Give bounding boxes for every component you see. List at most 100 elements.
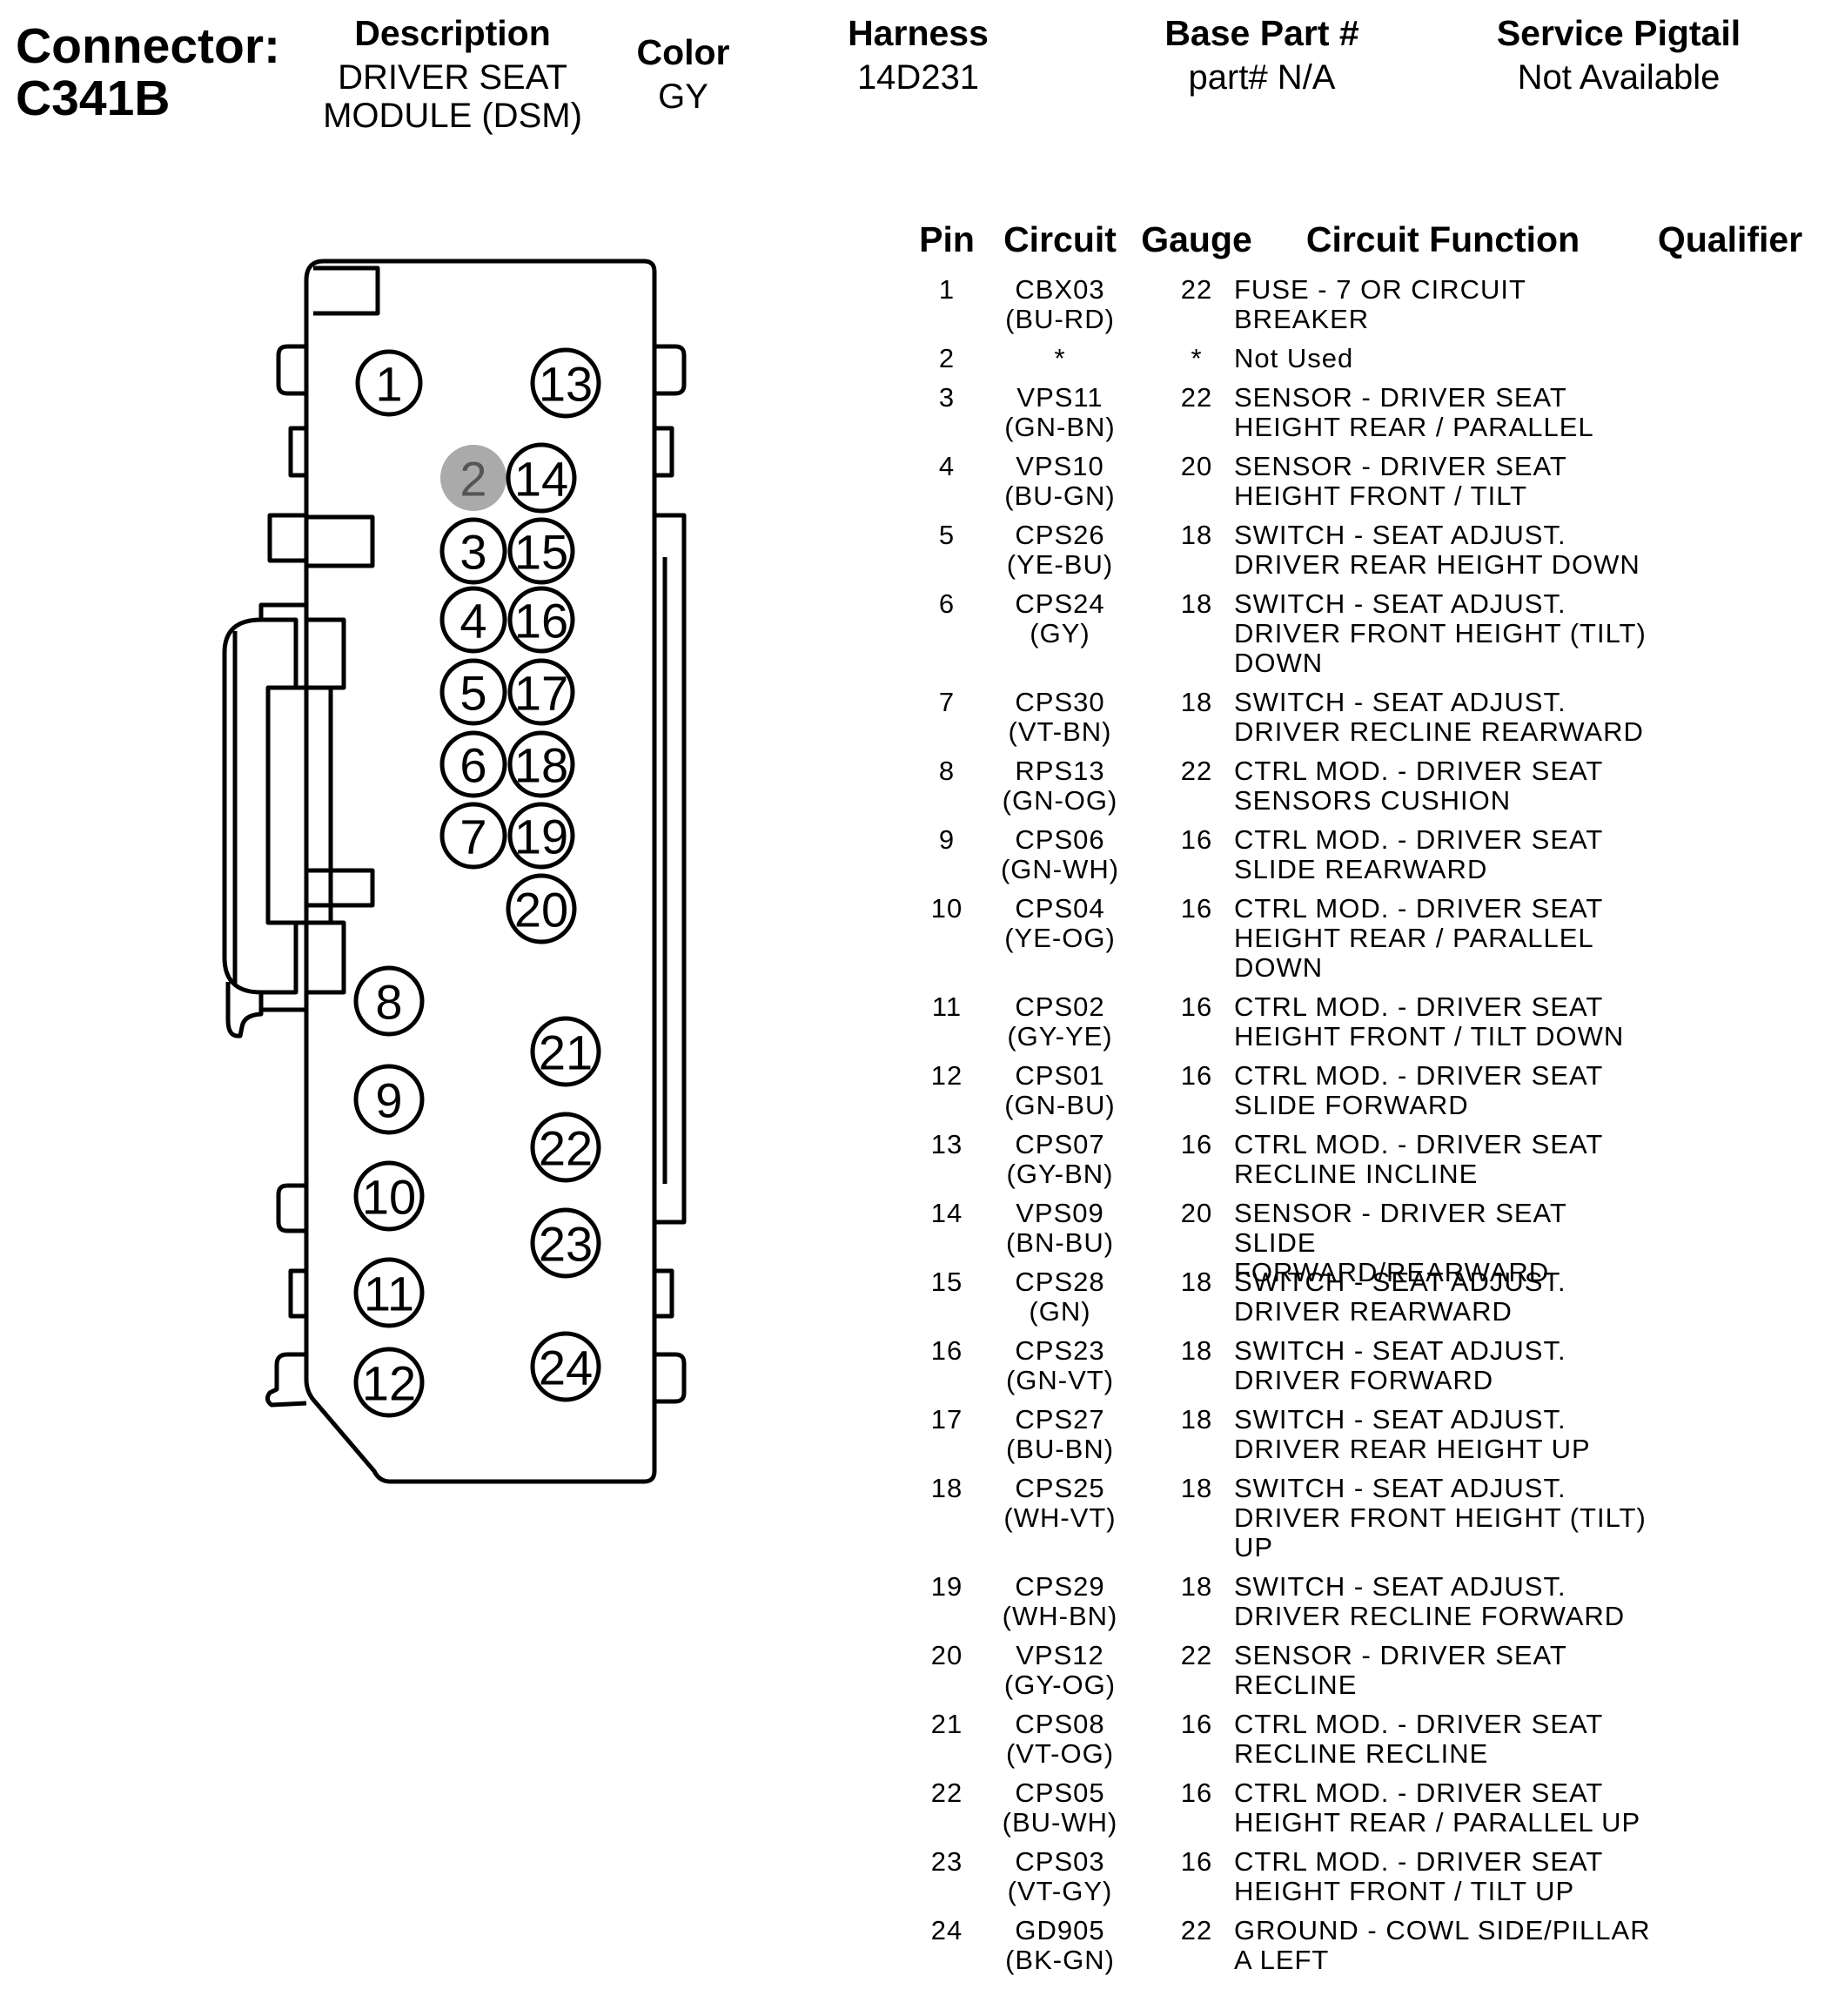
circuit-wire-color: (BU-WH) — [1002, 1807, 1118, 1838]
circuit-cell: VPS11(GN-BN) — [982, 383, 1138, 442]
pin-number: 19 — [930, 1571, 963, 1602]
pin-number: 6 — [938, 588, 956, 619]
pin-number: 4 — [938, 451, 956, 481]
circuit-wire-color: (BK-GN) — [1005, 1945, 1115, 1975]
circuit-function: FUSE - 7 OR CIRCUIT BREAKER — [1234, 274, 1526, 334]
circuit-wire-color: (GY-YE) — [1007, 1021, 1113, 1052]
cavity-label: 12 — [362, 1356, 416, 1411]
cavity-label: 2 — [460, 452, 486, 507]
circuit-wire-color: (GY) — [1030, 618, 1090, 648]
circuit-cell: VPS09(BN-BU) — [982, 1199, 1138, 1258]
circuit-cell: GD905(BK-GN) — [982, 1916, 1138, 1975]
cavity-circle — [439, 658, 507, 726]
cavity-label: 13 — [539, 357, 593, 412]
cavity-circle — [530, 347, 601, 419]
cavity-circle — [506, 442, 577, 514]
circuit-cell: CPS06(GN-WH) — [982, 825, 1138, 884]
circuit-wire-color: (GY-BN) — [1006, 1159, 1114, 1189]
wire-gauge: 16 — [1180, 991, 1213, 1022]
cavity-circle — [353, 965, 425, 1037]
cavity-11: 11 — [353, 1257, 425, 1328]
wire-gauge: 18 — [1180, 1267, 1213, 1297]
cavity-9: 9 — [353, 1064, 425, 1135]
cavity-label: 1 — [375, 357, 402, 412]
wire-gauge: 22 — [1180, 756, 1213, 786]
harness-value: 14D231 — [856, 58, 980, 97]
cavity-5: 5 — [439, 658, 507, 726]
cavity-label: 8 — [375, 975, 402, 1030]
circuit-wire-color: (BU-BN) — [1005, 1434, 1115, 1464]
circuit-cell: VPS12(GY-OG) — [982, 1641, 1138, 1700]
circuit-function: SWITCH - SEAT ADJUST. DRIVER RECLINE FOR… — [1234, 1571, 1626, 1631]
pin-number: 17 — [930, 1404, 963, 1435]
circuit-id: CPS03 — [1015, 1846, 1105, 1877]
cavity-circle — [530, 1016, 601, 1087]
circuit-wire-color: (VT-GY) — [1007, 1876, 1113, 1906]
circuit-cell: CPS23(GN-VT) — [982, 1336, 1138, 1395]
color-label: Color — [636, 32, 730, 72]
cavity-21: 21 — [530, 1016, 601, 1087]
cavity-14: 14 — [506, 442, 577, 514]
cavity-label: 7 — [460, 810, 486, 864]
pin-number: 14 — [930, 1198, 963, 1228]
header-gauge: Gauge — [1141, 219, 1252, 259]
wire-gauge: 18 — [1180, 1404, 1213, 1435]
wire-gauge: 20 — [1180, 1198, 1213, 1228]
cavity-10: 10 — [353, 1160, 425, 1232]
cavity-8: 8 — [353, 965, 425, 1037]
base-part-block: Base Part # part# N/A — [1114, 13, 1410, 97]
wire-gauge: 18 — [1180, 1473, 1213, 1503]
circuit-id: CPS05 — [1015, 1777, 1105, 1808]
cavity-circle — [440, 445, 506, 511]
cavity-circle — [507, 730, 575, 798]
cavity-label: 17 — [514, 666, 568, 721]
circuit-function: SENSOR - DRIVER SEAT HEIGHT REAR / PARAL… — [1234, 382, 1594, 442]
cavity-7: 7 — [439, 802, 507, 870]
wire-gauge: 16 — [1180, 1709, 1213, 1739]
circuit-cell: CPS25(WH-VT) — [982, 1474, 1138, 1533]
circuit-function: CTRL MOD. - DRIVER SEAT SENSORS CUSHION — [1234, 756, 1604, 816]
cavity-circle — [507, 586, 575, 654]
circuit-cell: CPS30(VT-BN) — [982, 688, 1138, 747]
circuit-function: SWITCH - SEAT ADJUST. DRIVER REAR HEIGHT… — [1234, 1404, 1591, 1464]
circuit-function: CTRL MOD. - DRIVER SEAT HEIGHT REAR / PA… — [1234, 1777, 1641, 1838]
pin-number: 8 — [938, 756, 956, 786]
cavity-19: 19 — [507, 802, 575, 870]
circuit-function: SWITCH - SEAT ADJUST. DRIVER FRONT HEIGH… — [1234, 1473, 1647, 1562]
harness-block: Harness 14D231 — [801, 13, 1036, 97]
cavity-circle — [439, 802, 507, 870]
cavity-label: 5 — [460, 666, 486, 721]
pin-number: 12 — [930, 1060, 963, 1091]
circuit-cell: CPS07(GY-BN) — [982, 1130, 1138, 1189]
circuit-id: CPS23 — [1015, 1335, 1105, 1366]
circuit-id: VPS12 — [1016, 1640, 1104, 1670]
description-line-1: DRIVER SEAT — [338, 58, 567, 97]
circuit-cell: CPS02(GY-YE) — [982, 992, 1138, 1052]
circuit-id: CPS06 — [1015, 824, 1105, 855]
cavity-circle — [507, 517, 575, 585]
pin-number: 15 — [930, 1267, 963, 1297]
circuit-id: CPS27 — [1015, 1404, 1105, 1435]
circuit-id: RPS13 — [1015, 756, 1105, 786]
circuit-id: CPS29 — [1015, 1571, 1105, 1602]
circuit-cell: CPS03(VT-GY) — [982, 1847, 1138, 1906]
cavity-23: 23 — [530, 1207, 601, 1279]
cavity-13: 13 — [530, 347, 601, 419]
circuit-wire-color: (GN-BU) — [1004, 1090, 1116, 1120]
service-pigtail-value: Not Available — [1517, 58, 1721, 97]
circuit-cell: CPS27(BU-BN) — [982, 1405, 1138, 1464]
cavity-circle — [439, 586, 507, 654]
cavity-label: 18 — [514, 738, 568, 793]
circuit-function: CTRL MOD. - DRIVER SEAT SLIDE FORWARD — [1234, 1060, 1604, 1120]
circuit-function: SWITCH - SEAT ADJUST. DRIVER REARWARD — [1234, 1267, 1566, 1327]
pin-number: 24 — [930, 1915, 963, 1945]
circuit-function: CTRL MOD. - DRIVER SEAT SLIDE REARWARD — [1234, 824, 1604, 884]
wire-gauge: 18 — [1180, 520, 1213, 550]
circuit-id: CPS01 — [1015, 1060, 1105, 1091]
pin-number: 21 — [930, 1709, 963, 1739]
cavity-label: 22 — [539, 1121, 593, 1176]
circuit-id: * — [1054, 343, 1066, 373]
circuit-cell: VPS10(BU-GN) — [982, 452, 1138, 511]
circuit-function: SENSOR - DRIVER SEAT HEIGHT FRONT / TILT — [1234, 451, 1567, 511]
pin-number: 3 — [938, 382, 956, 413]
